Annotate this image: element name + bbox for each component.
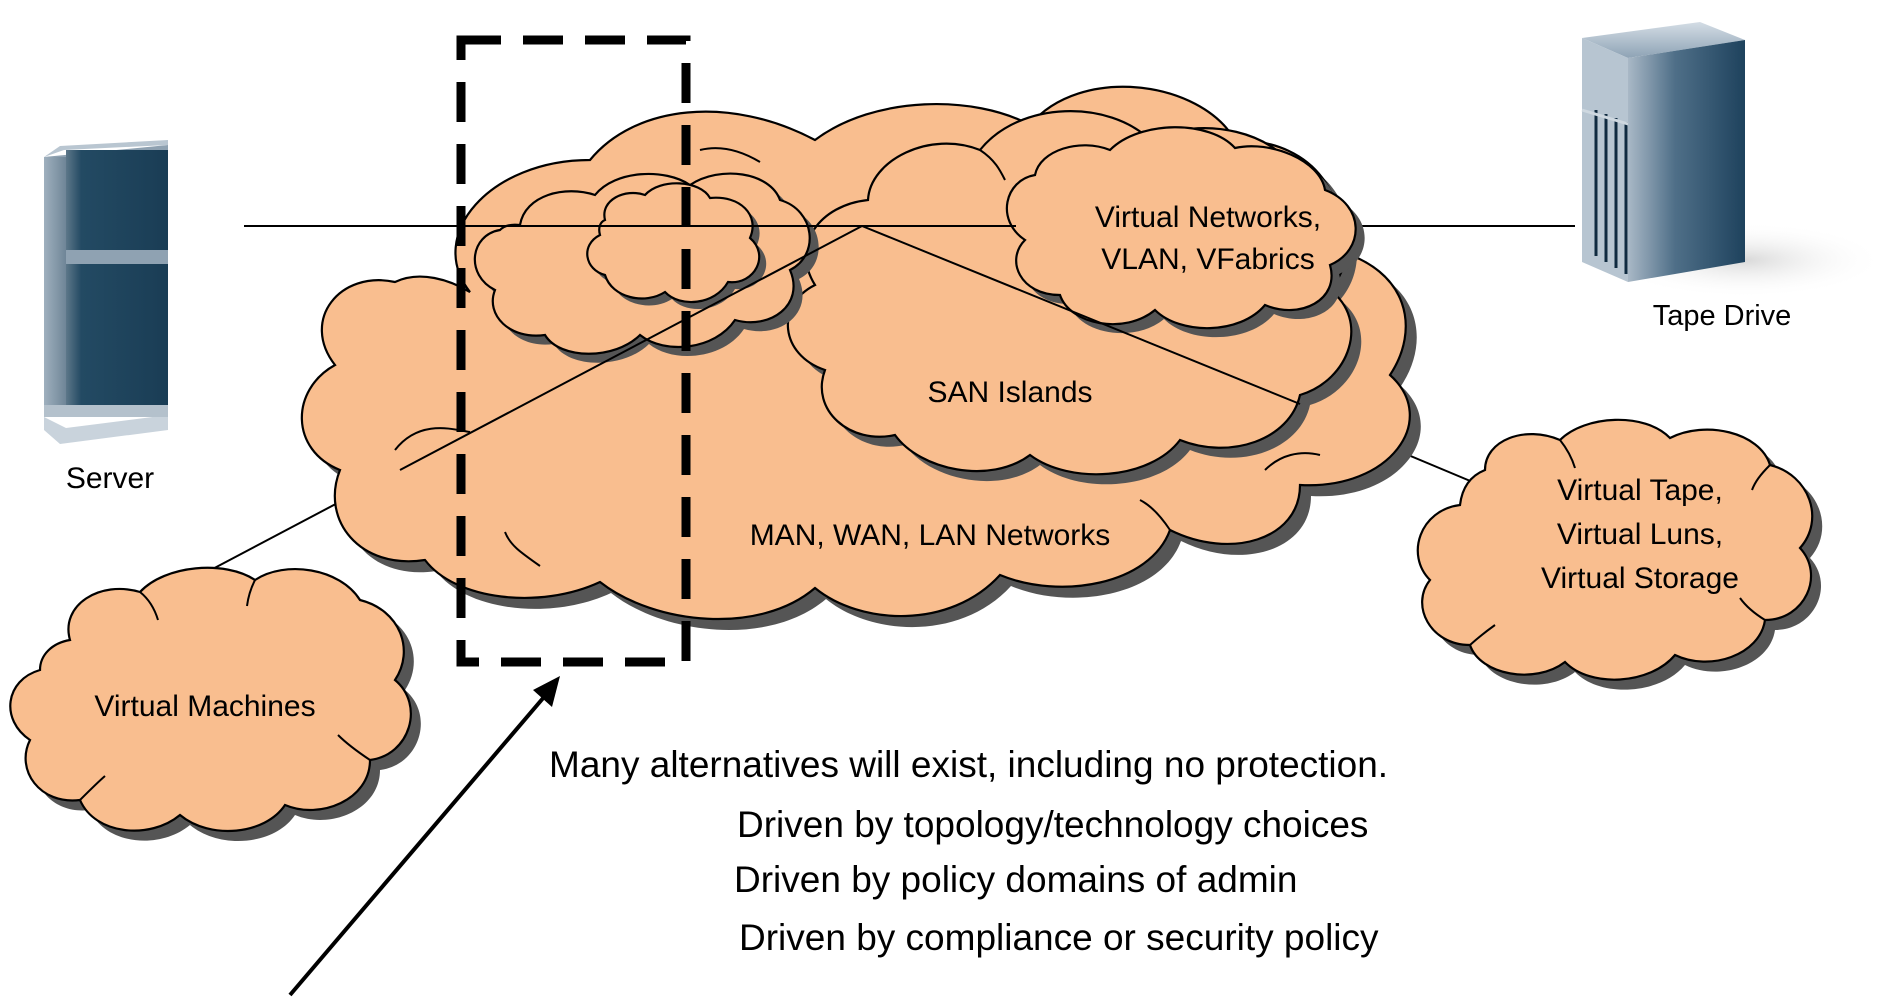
server-label: Server [66,462,154,495]
san-islands-label: SAN Islands [927,376,1092,409]
cloud-virtual-machines [9,566,421,842]
notes-point-1: Driven by topology/technology choices [737,804,1368,845]
notes-headline: Many alternatives will exist, including … [549,744,1388,785]
notes-block: Many alternatives will exist, including … [549,744,1388,958]
cloud-virtual-networks [1005,126,1365,338]
server-tower-icon [44,140,168,444]
virtual-networks-line1: Virtual Networks, [1095,201,1321,234]
virtual-machines-label: Virtual Machines [94,690,315,723]
notes-point-2: Driven by policy domains of admin [734,859,1297,900]
virtual-storage-line1: Virtual Tape, [1557,474,1723,507]
cloud-virtual-storage [1416,418,1823,690]
notes-point-3: Driven by compliance or security policy [739,917,1379,958]
cloud-connection-lines [399,225,1301,471]
virtual-storage-line2: Virtual Luns, [1557,518,1723,551]
virtual-storage-line3: Virtual Storage [1541,562,1739,595]
tape-drive-label: Tape Drive [1653,300,1792,332]
main-networks-label: MAN, WAN, LAN Networks [750,519,1111,552]
tape-drive-icon [1581,22,1885,298]
cloud-inner-left-small [586,182,767,310]
pointer-arrow [288,676,560,997]
virtual-networks-line2: VLAN, VFabrics [1101,243,1314,276]
protection-boundary-box [456,35,691,667]
